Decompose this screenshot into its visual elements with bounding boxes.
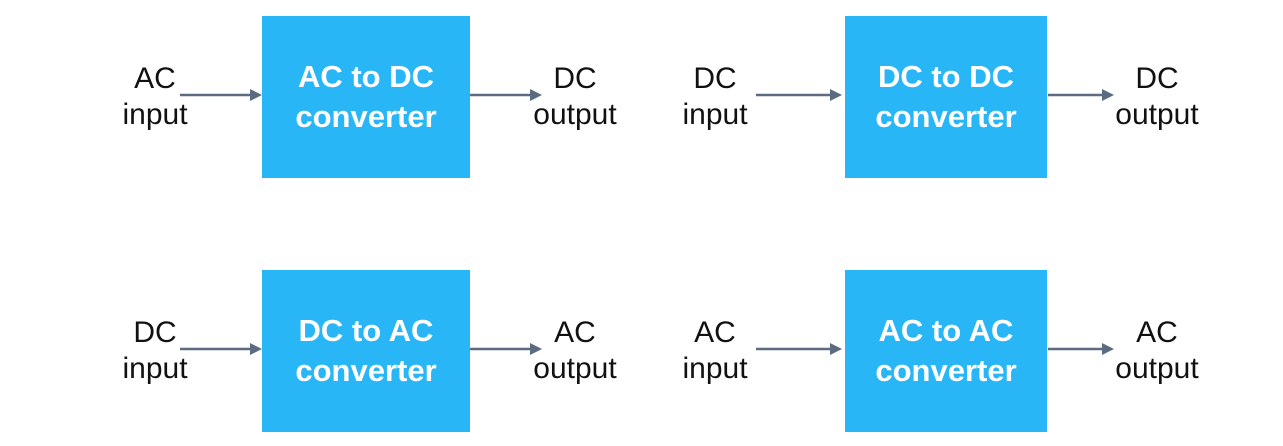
input-arrow (180, 89, 262, 101)
block-dc-to-dc: DC input DC to DC converter DC output (660, 14, 1220, 178)
block-ac-to-dc: AC input AC to DC converter DC output (100, 14, 640, 178)
input-label: AC input (122, 62, 188, 131)
output-arrow (470, 343, 542, 355)
input-arrow (180, 343, 262, 355)
input-arrow (756, 343, 842, 355)
input-label: AC input (682, 316, 748, 385)
converter-box: AC to AC converter (845, 270, 1047, 432)
converter-box: DC to AC converter (262, 270, 470, 432)
output-label: AC output (1115, 316, 1199, 385)
output-arrow (1048, 343, 1114, 355)
converter-box: DC to DC converter (845, 16, 1047, 178)
converter-box: AC to DC converter (262, 16, 470, 178)
input-label: DC input (122, 316, 188, 385)
output-label: DC output (1115, 62, 1199, 131)
output-arrow (470, 89, 542, 101)
block-dc-to-ac: DC input DC to AC converter AC output (100, 268, 640, 432)
block-ac-to-ac: AC input AC to AC converter AC output (660, 268, 1220, 432)
output-label: DC output (533, 62, 617, 131)
input-arrow (756, 89, 842, 101)
output-arrow (1048, 89, 1114, 101)
input-label: DC input (682, 62, 748, 131)
output-label: AC output (533, 316, 617, 385)
